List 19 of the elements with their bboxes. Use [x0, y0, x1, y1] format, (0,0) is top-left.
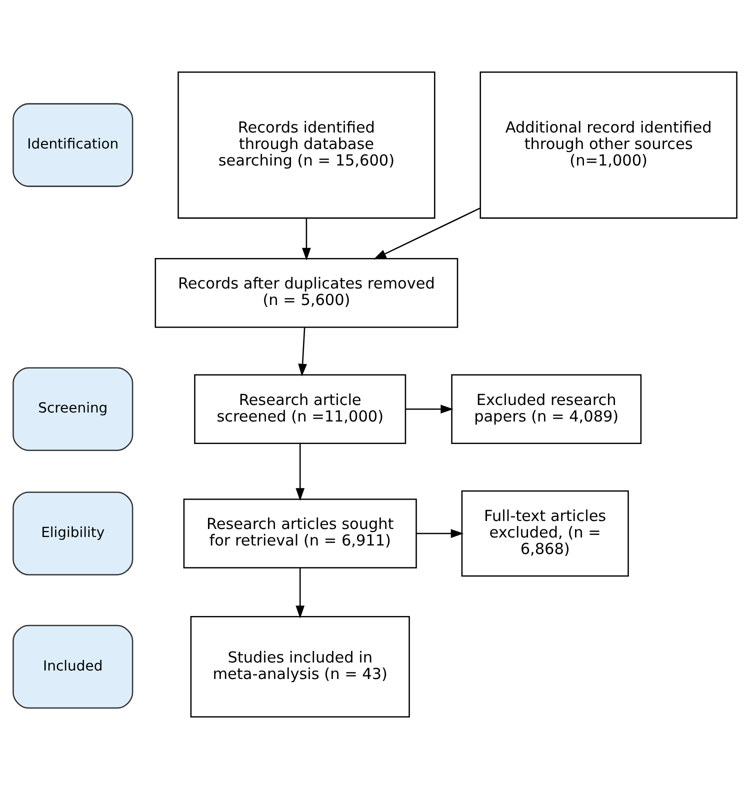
- arrow: [406, 404, 454, 414]
- node-box: Records after duplicates removed (n = 5,600): [154, 258, 458, 328]
- arrow: [296, 443, 305, 500]
- node-box: Research article screened (n =11,000): [194, 374, 406, 444]
- node-box: Research articles sought for retrieval (n = 6,911): [183, 498, 417, 568]
- node-box: Eligibility: [12, 491, 134, 575]
- node-box: Screening: [12, 366, 134, 450]
- node-box: Included: [12, 624, 134, 708]
- arrow: [374, 207, 480, 259]
- arrow: [416, 528, 464, 538]
- node-box: Excluded research papers (n = 4,089): [451, 374, 642, 444]
- node-box: Studies included in meta-analysis (n = 43): [190, 616, 410, 718]
- node-box: Additional record identified through other sources (n=1,000): [480, 70, 738, 218]
- arrow: [298, 327, 307, 376]
- node-box: Records identified through database searching (n = 15,600): [178, 70, 436, 218]
- node-box: Identification: [12, 102, 134, 186]
- node-box: Full-text articles excluded, (n = 6,868): [461, 490, 629, 576]
- arrow: [296, 568, 305, 618]
- arrow: [302, 218, 311, 260]
